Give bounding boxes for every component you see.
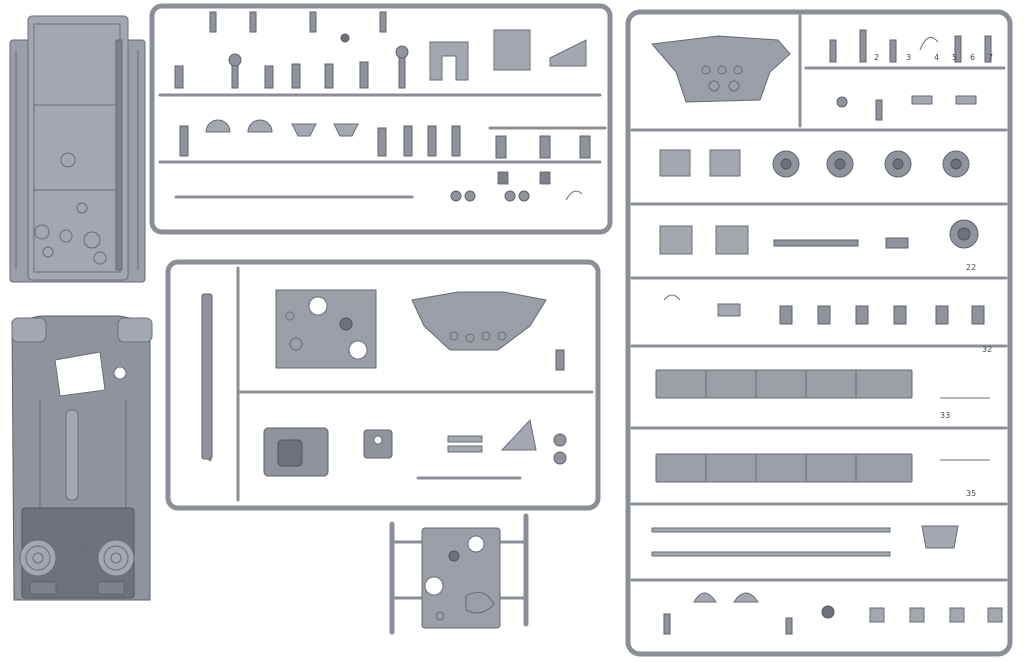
part-number-label: 5 <box>952 53 957 62</box>
part-number-label: 35 <box>966 489 976 498</box>
sprue-a-top-row-parts <box>174 11 587 89</box>
part-number-label: 33 <box>940 411 950 420</box>
sprue-a-middle-row-parts <box>179 119 607 159</box>
sprue-c-plate-part <box>421 527 501 629</box>
part-number-label: 7 <box>988 53 993 62</box>
sprue-frame-c <box>389 513 529 635</box>
part-number-label: 6 <box>970 53 975 62</box>
sprue-number-labels: 2 3 4 5 6 7 22 32 33 35 <box>874 53 993 498</box>
part-number-label: 2 <box>874 53 879 62</box>
sprue-d-bottom-row <box>663 592 1003 635</box>
part-number-label: 32 <box>982 345 992 354</box>
sprue-d-armor-plate <box>651 35 791 103</box>
sprue-b-parts <box>201 289 567 480</box>
sprue-d-rod-parts <box>651 397 990 557</box>
upper-hull-part <box>11 315 153 601</box>
sprue-frame-a <box>149 3 613 235</box>
part-number-label: 22 <box>966 263 976 272</box>
sprue-d-fender-plates <box>655 369 913 483</box>
sprue-a-bottom-row-parts <box>450 171 583 202</box>
sprue-d-row-four <box>663 294 985 325</box>
sprue-d-row-three <box>659 219 979 255</box>
lower-hull-part <box>9 15 146 283</box>
sprue-frame-d <box>625 9 1013 657</box>
part-number-label: 3 <box>906 53 911 62</box>
part-number-label: 4 <box>934 53 939 62</box>
sprue-d-top-right-parts <box>829 29 992 121</box>
sprue-d-wheel-row <box>659 149 970 178</box>
